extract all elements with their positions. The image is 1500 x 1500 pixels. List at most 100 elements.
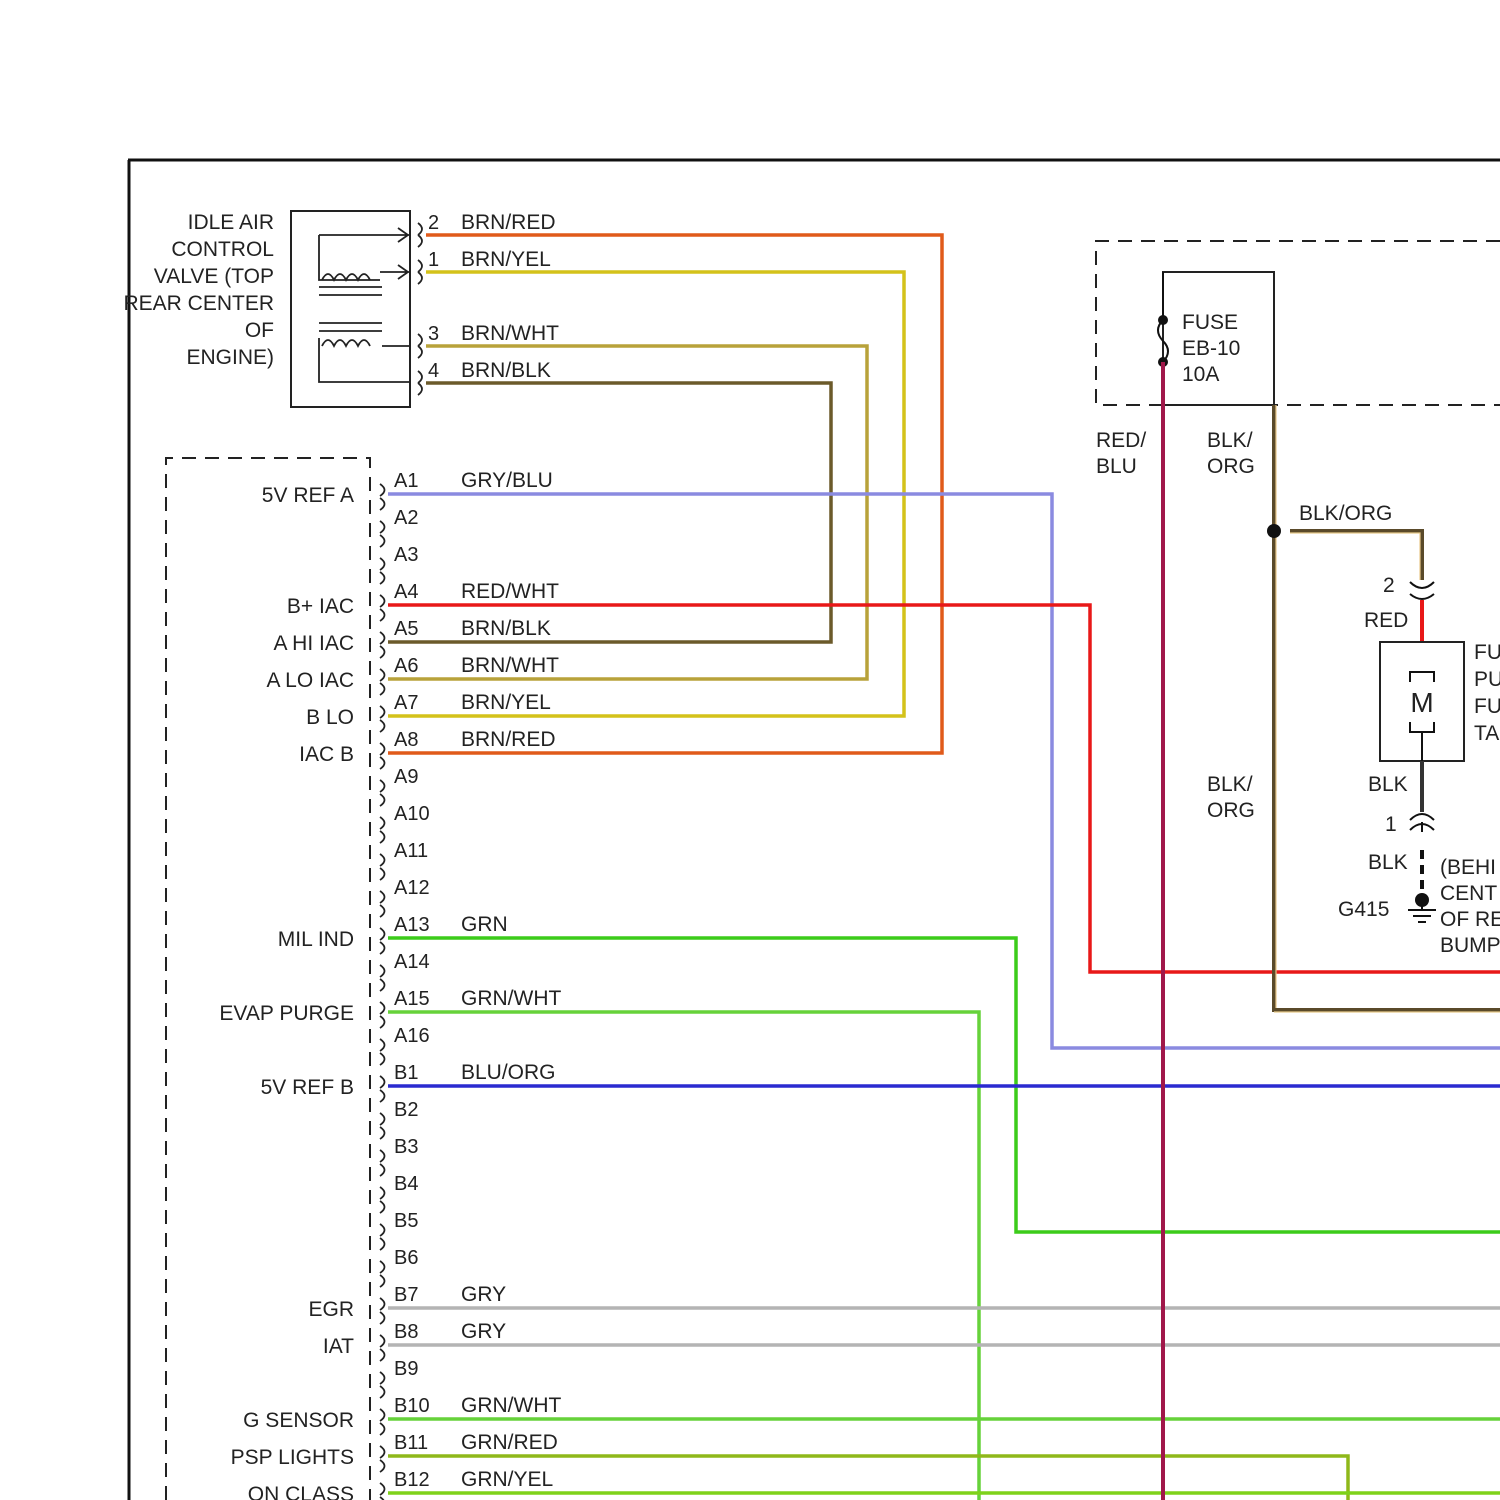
- pcm-wire-label: BRN/RED: [461, 728, 556, 751]
- iac-pin-number: 1: [428, 249, 439, 271]
- wires: [388, 235, 1500, 1500]
- pcm-wire-label: BLU/ORG: [461, 1061, 556, 1084]
- pcm-signal-label: EGR: [308, 1298, 354, 1321]
- iac-wire-label: BRN/RED: [461, 211, 556, 234]
- pcm-signal-label: G SENSOR: [243, 1409, 354, 1432]
- pcm-signal-label: PSP LIGHTS: [231, 1446, 354, 1469]
- pcm-pin-number: A2: [394, 507, 418, 529]
- pcm-pin-number: A3: [394, 544, 418, 566]
- pcm-pin: A11: [380, 840, 428, 880]
- connector-icon: [380, 1409, 385, 1435]
- pcm-signal-label: B+ IAC: [287, 595, 354, 618]
- iac-pin-number: 4: [428, 360, 439, 382]
- pcm-pin-number: B11: [394, 1432, 428, 1454]
- pcm-pin-number: A12: [394, 877, 430, 899]
- connector-icon: [418, 260, 422, 284]
- pcm-pin-number: A6: [394, 655, 418, 677]
- pcm-pin-number: B5: [394, 1210, 418, 1232]
- pcm-pin-number: A13: [394, 914, 430, 936]
- pcm-pin: A16: [380, 1025, 430, 1065]
- pcm-pin: A7B LOBRN/YEL: [306, 691, 551, 732]
- connector-icon: [380, 632, 385, 658]
- connector-icon: [380, 1261, 385, 1287]
- pcm-wire-label: GRN: [461, 913, 508, 936]
- iac-valve-body: [291, 211, 410, 407]
- pcm-pin: A14: [380, 951, 430, 991]
- pcm-pin: B12ON CLASSGRN/YEL: [248, 1468, 553, 1500]
- connector-icon: [418, 334, 422, 358]
- pcm-pin-number: B4: [394, 1173, 418, 1195]
- connector-icon: [380, 1076, 385, 1102]
- pcm-wire-label: GRN/WHT: [461, 1394, 561, 1417]
- pcm-signal-label: IAC B: [299, 743, 354, 766]
- connector-icon: [1410, 814, 1434, 832]
- motor-symbol: M: [1410, 687, 1433, 718]
- pump-label-line: FU: [1474, 695, 1500, 718]
- pcm-pin: B5: [380, 1210, 418, 1250]
- fuse-right-wire-label: BLK/ORG: [1207, 429, 1255, 478]
- connector-icon: [380, 1113, 385, 1139]
- fuse-block: FUSE EB-10 10A: [1096, 241, 1500, 405]
- iac-wire-label: BRN/YEL: [461, 248, 551, 271]
- connector-icon: [380, 1150, 385, 1176]
- fuse-left-wire-label: RED/BLU: [1096, 429, 1146, 478]
- connector-icon: [380, 484, 385, 510]
- fuse-label-line: FUSE: [1182, 311, 1238, 334]
- connector-icon: [380, 669, 385, 695]
- pcm-pin-number: B2: [394, 1099, 418, 1121]
- pump-wire-ground: BLK: [1368, 851, 1408, 874]
- pcm-pin-number: A14: [394, 951, 430, 973]
- pcm-signal-label: MIL IND: [278, 928, 354, 951]
- pcm-pin: A13MIL IND GRN: [278, 913, 508, 954]
- connector-icon: [380, 1187, 385, 1213]
- pcm-wire-label: BRN/WHT: [461, 654, 559, 677]
- pcm-pin-number: A16: [394, 1025, 430, 1047]
- wire-brn-wht: [388, 346, 867, 679]
- iac-wire-label: BRN/BLK: [461, 359, 551, 382]
- pcm-signal-label: B LO: [306, 706, 354, 729]
- pcm-signal-label: ON CLASS: [248, 1483, 354, 1500]
- iac-pin-number: 2: [428, 212, 439, 234]
- pcm-pin: B10 G SENSOR GRN/WHT: [243, 1394, 561, 1435]
- pcm-signal-label: A HI IAC: [273, 632, 354, 655]
- pcm-pin-number: B9: [394, 1358, 418, 1380]
- pcm-signal-label: EVAP PURGE: [219, 1002, 354, 1025]
- pump-label-line: TA: [1474, 722, 1499, 745]
- connector-icon: [380, 521, 385, 547]
- pcm-wire-label: GRN/YEL: [461, 1468, 553, 1491]
- pcm-pin: B4: [380, 1173, 418, 1213]
- ground-location-line: BUMP: [1440, 934, 1500, 957]
- connector-icon: [380, 1039, 385, 1065]
- wire-brn-blk: [388, 383, 831, 642]
- connector-icon: [380, 965, 385, 991]
- pcm-pin-number: A10: [394, 803, 430, 825]
- ground-icon: [1408, 893, 1436, 922]
- connector-icon: [380, 854, 385, 880]
- pcm-pin: A10: [380, 803, 430, 843]
- pcm-pin-number: B6: [394, 1247, 418, 1269]
- pump-wire-bottom: BLK: [1368, 773, 1408, 796]
- pcm-pin: B6: [380, 1247, 418, 1287]
- splice-wire-label: BLK/ORG: [1299, 502, 1392, 525]
- ground-location-line: (BEHI: [1440, 856, 1496, 879]
- pcm-pin: B15V REF BBLU/ORG: [261, 1061, 556, 1102]
- ground-location-line: OF RE: [1440, 908, 1500, 931]
- pcm-pin-number: B10: [394, 1395, 430, 1417]
- connector-icon: [380, 743, 385, 769]
- connector-icon: [380, 780, 385, 806]
- connector-icon: [380, 928, 385, 954]
- connector-icon: [418, 371, 422, 395]
- iac-coil-icon: [319, 228, 410, 382]
- pcm-pin-number: A9: [394, 766, 418, 788]
- ground-id: G415: [1338, 898, 1389, 921]
- lower-wire-label: BLK/ORG: [1207, 773, 1255, 822]
- pump-label-line: FU: [1474, 641, 1500, 664]
- pcm-wire-label: GRN/WHT: [461, 987, 561, 1010]
- pcm-wire-label: BRN/BLK: [461, 617, 551, 640]
- connector-icon: [1410, 582, 1434, 599]
- connector-icon: [380, 558, 385, 584]
- pcm-pin-number: A1: [394, 470, 418, 492]
